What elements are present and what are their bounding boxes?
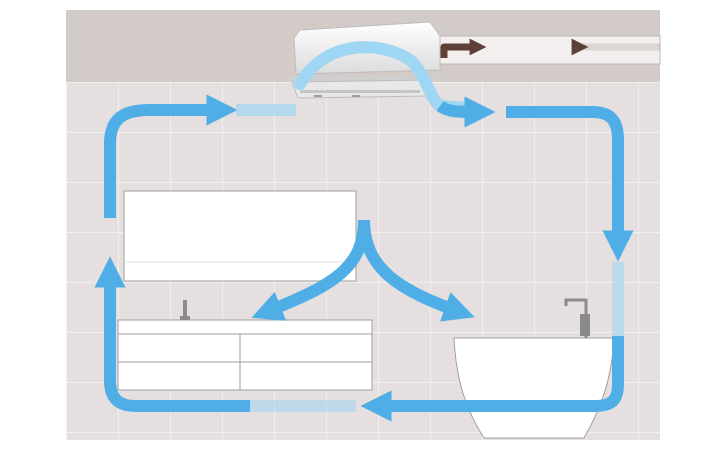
airflow-down-right-arrow — [358, 219, 475, 322]
wall-mirror — [123, 190, 357, 282]
bath-faucet — [564, 298, 590, 338]
airflow-bottom-left-arrow — [360, 336, 624, 422]
airflow-right-down-arrow — [506, 106, 634, 262]
vanity-cabinet — [117, 319, 373, 391]
airflow-inside-unit — [294, 41, 476, 114]
airflow-top-left-arrow — [104, 94, 238, 218]
airflow-left-up-arrow — [94, 256, 250, 412]
vanity-faucet — [180, 300, 190, 320]
exhaust-duct — [433, 35, 661, 65]
freestanding-bathtub — [453, 337, 615, 439]
airflow-top-right-arrow — [436, 96, 496, 128]
